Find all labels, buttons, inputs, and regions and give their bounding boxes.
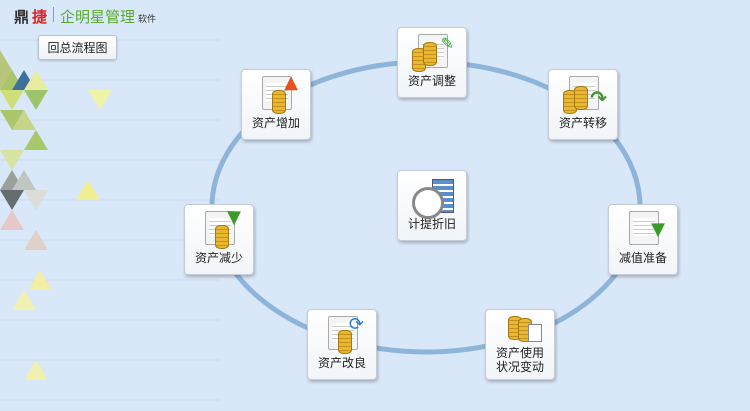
label-line-1: 资产使用 <box>495 346 544 360</box>
card-label: 减值准备 <box>618 251 667 265</box>
asset-transfer-icon: ↷ <box>561 74 607 114</box>
triangle-pattern-decoration <box>0 39 220 401</box>
card-label: 资产调整 <box>407 74 456 88</box>
impairment-icon: ▼ <box>621 209 665 249</box>
asset-reduce-icon: ▼ <box>197 207 241 249</box>
card-label: 资产改良 <box>317 356 366 370</box>
impairment-button[interactable]: ▼ 减值准备 <box>608 204 678 275</box>
asset-adjust-button[interactable]: ✎ 资产调整 <box>397 27 467 98</box>
card-label: 资产转移 <box>558 116 607 130</box>
label-line-2: 状况变动 <box>495 360 544 374</box>
asset-improve-icon: ⟳ <box>320 314 364 354</box>
asset-reduce-button[interactable]: ▼ 资产减少 <box>184 204 254 275</box>
asset-add-button[interactable]: ▲ 资产增加 <box>241 69 311 140</box>
asset-transfer-button[interactable]: ↷ 资产转移 <box>548 69 618 140</box>
app-logo: 鼎捷 企明星管理 软件 <box>14 6 156 27</box>
asset-usage-icon <box>498 314 542 344</box>
logo-product: 企明星管理 <box>60 8 136 26</box>
asset-usage-change-button[interactable]: 资产使用状况变动 <box>485 309 555 380</box>
asset-adjust-icon: ✎ <box>410 32 454 72</box>
asset-improve-button[interactable]: ⟳ 资产改良 <box>307 309 377 380</box>
back-to-main-flow-button[interactable]: 回总流程图 <box>38 35 117 60</box>
card-label: 资产减少 <box>194 251 243 265</box>
logo-suffix: 软件 <box>138 15 157 25</box>
logo-brand-1: 鼎 <box>14 8 30 26</box>
card-label: 资产使用状况变动 <box>496 346 544 374</box>
clock-building-icon <box>410 175 454 219</box>
depreciation-button[interactable]: 计提折旧 <box>397 170 467 241</box>
card-label: 计提折旧 <box>407 217 456 231</box>
card-label: 资产增加 <box>251 116 300 130</box>
asset-add-icon: ▲ <box>254 72 298 114</box>
logo-brand-2: 捷 <box>32 8 48 26</box>
